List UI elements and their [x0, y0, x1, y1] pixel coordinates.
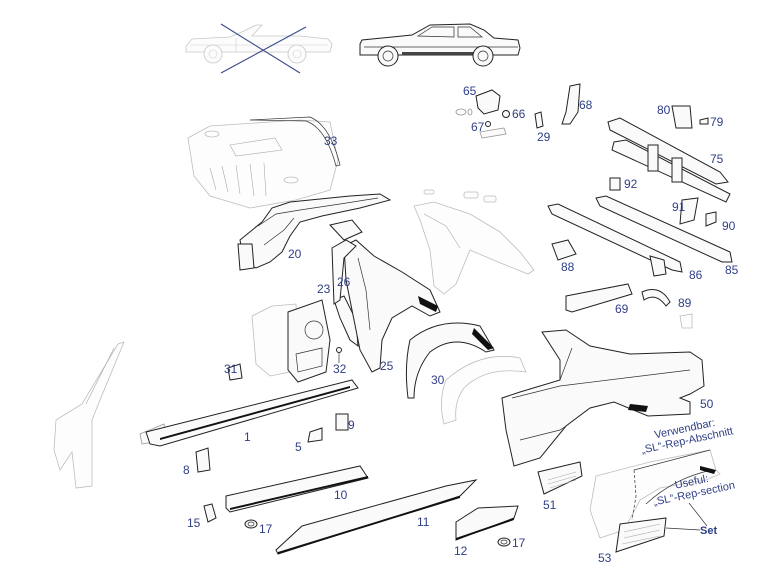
- callout-12: 12: [454, 544, 468, 558]
- part-wheel-arch-30: [405, 322, 527, 425]
- callout-50: 50: [700, 397, 714, 411]
- convertible-car-illustration: [185, 24, 333, 64]
- callout-31: 31: [224, 362, 238, 376]
- part-rear-lower-section-51: [537, 461, 583, 495]
- callout-91: 91: [672, 200, 686, 214]
- part-a-pillar: [53, 341, 167, 489]
- callout-86: 86: [689, 268, 703, 282]
- part-crossmember-75: [607, 105, 731, 203]
- part-rear-repair-section: [589, 449, 721, 539]
- callout-90: 90: [722, 219, 736, 233]
- callout-11: 11: [417, 515, 430, 529]
- callout-1: 1: [244, 430, 251, 444]
- small-parts-group: [455, 83, 581, 139]
- callout-69: 69: [615, 302, 629, 316]
- part-rear-frame-rail: [237, 193, 392, 271]
- part-sill-cover-11: [275, 479, 478, 555]
- callout-89: 89: [678, 296, 692, 310]
- callout-8: 8: [183, 463, 190, 477]
- callout-32: 32: [333, 362, 347, 376]
- part-inner-sill-1: [145, 379, 359, 473]
- callout-80: 80: [657, 103, 671, 117]
- coupe-car-illustration: [359, 23, 521, 67]
- part-rear-lower-section-53: [615, 517, 667, 553]
- callout-29: 29: [537, 130, 551, 144]
- callout-51: 51: [543, 498, 557, 512]
- callout-25: 25: [380, 359, 394, 373]
- callout-75: 75: [710, 152, 724, 166]
- callout-17-right: 17: [512, 536, 526, 550]
- callout-65: 65: [463, 84, 477, 98]
- cross-out-mark: [220, 23, 307, 74]
- part-long-rails-85-86: [547, 195, 733, 277]
- callout-26: 26: [337, 275, 351, 289]
- callout-68: 68: [579, 98, 593, 112]
- part-rear-quarter-panel: [501, 329, 705, 467]
- callout-92: 92: [624, 177, 638, 191]
- callout-66: 66: [512, 107, 526, 121]
- part-inner-quarter-panel: [227, 295, 359, 383]
- callout-15: 15: [187, 516, 201, 530]
- callout-5: 5: [295, 440, 302, 454]
- part-rear-shelf-panel: [187, 116, 341, 209]
- callout-17-left: 17: [259, 522, 273, 536]
- part-grommets-15-17: [203, 503, 511, 547]
- callout-30: 30: [431, 373, 445, 387]
- part-outer-sill-10: [225, 465, 369, 513]
- callout-33: 33: [324, 134, 338, 148]
- callout-20: 20: [288, 247, 302, 261]
- callout-10: 10: [334, 488, 348, 502]
- callout-23: 23: [317, 282, 331, 296]
- callout-79: 79: [710, 115, 724, 129]
- set-label: Set: [700, 525, 718, 537]
- part-brackets-90-92: [609, 177, 717, 227]
- callout-88: 88: [561, 260, 575, 274]
- callout-9: 9: [348, 418, 355, 432]
- part-sill-end-12: [455, 505, 519, 541]
- callout-53: 53: [598, 551, 612, 565]
- part-outer-wheel-arch: [331, 239, 441, 373]
- part-brackets-69-88-89: [551, 239, 693, 329]
- callout-67: 67: [471, 120, 485, 134]
- callout-85: 85: [725, 263, 739, 277]
- set-leader-lines: [665, 502, 708, 531]
- part-inner-wheelhouse: [413, 189, 535, 295]
